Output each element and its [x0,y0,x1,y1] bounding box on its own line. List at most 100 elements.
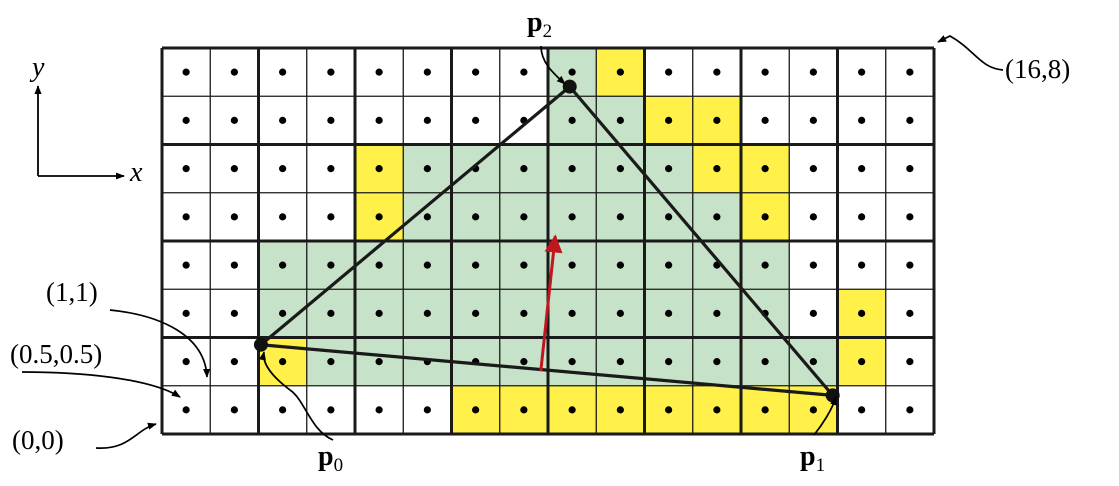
pixel-center-dot [906,213,914,221]
pixel-center-dot [761,165,769,173]
pixel-center-dot [279,261,287,269]
pixel-center-dot [327,261,335,269]
p0-vertex-dot [253,337,268,352]
pixel-center-dot [375,406,383,414]
pixel-center-dot [809,261,817,269]
pixel-center-dot [182,261,190,269]
pixel-center-dot [568,358,576,366]
pixel-center-dot [809,165,817,173]
p1-callout [813,396,838,436]
pixel-center-dot [568,261,576,269]
p2-main: p [527,7,543,38]
pixel-center-dot [182,165,190,173]
pixel-center-dot [809,358,817,366]
pixel-center-dot [520,358,528,366]
triangle-outline [259,84,835,397]
pixel-center-dot [520,213,528,221]
pixel-center-dot [520,309,528,317]
pixel-center-dot [665,358,673,366]
pixel-center-dot [279,68,287,76]
pixel-center-dot [375,68,383,76]
pixel-center-dot [858,213,866,221]
origin-callout [95,422,157,449]
pixel-center-dot [616,165,624,173]
pixel-center-dot [327,116,335,124]
callout-lines [21,35,1004,449]
pixel-center-dot [665,261,673,269]
pixel-center-dot [761,261,769,269]
pixel-center-dot [713,165,721,173]
pixel-center-dot [809,116,817,124]
pixel-center-dot [327,213,335,221]
pixel-center-dot [713,309,721,317]
pixel-corner-label: (1,1) [46,277,98,307]
pixel-center-dot [568,213,576,221]
p1-vertex-dot [825,388,840,403]
pixel-center-dot [713,68,721,76]
pixel-center-dot [182,309,190,317]
p1-subscript: 1 [816,455,826,476]
pixel-center-dot [761,68,769,76]
pixel-center-dot [472,68,480,76]
pixel-center-dot [665,406,673,414]
pixel-center-dot [182,358,190,366]
pixel-center-dot [327,309,335,317]
pixel-center-dot [375,261,383,269]
pixel-center-dot [520,165,528,173]
pixel-center-dot [375,165,383,173]
pixel-center-dot [858,165,866,173]
pixel-center-dot [230,261,238,269]
pixel-center-dot [809,213,817,221]
pixel-center-dot [279,309,287,317]
pixel-center-dot [279,358,287,366]
origin-label: (0,0) [12,425,64,455]
pixel-center-dot [423,68,431,76]
pixel-center-dot [327,165,335,173]
pixel-center-dot [809,68,817,76]
pixel-center-dot [472,116,480,124]
pixel-center-dot [906,261,914,269]
pixel-center-dot [230,68,238,76]
pixel-center-dot [327,406,335,414]
top-right-callout [937,35,1004,71]
p2-callout [540,45,566,85]
pixel-center-dot [858,309,866,317]
pixel-center-dot [713,213,721,221]
pixel-center-dot [568,116,576,124]
pixel-center-dot [809,406,817,414]
pixel-center-dot [761,358,769,366]
pixel-center-dot [761,213,769,221]
pixel-center-dot [809,309,817,317]
pixel-center-dot [182,406,190,414]
pixel-center-dot [230,116,238,124]
pixel-center-dot [182,68,190,76]
pixel-corner-callout [109,309,211,378]
pixel-center-dot [906,165,914,173]
pixel-center-dot [279,406,287,414]
p2-subscript: 2 [543,21,553,42]
pixel-center-callout [21,371,181,398]
pixel-center-dot [375,309,383,317]
pixel-center-dot [182,116,190,124]
x-axis-label: x [129,157,143,188]
pixel-center-dot [423,116,431,124]
p1-label: p1 [800,441,825,476]
pixel-center-dot [616,309,624,317]
pixel-center-label: (0.5,0.5) [10,339,102,369]
p2-vertex-dot [562,79,577,94]
pixel-center-dot [906,309,914,317]
pixel-center-dot [906,406,914,414]
pixel-center-dot [423,406,431,414]
pixel-center-dot [858,358,866,366]
pixel-center-dot [375,358,383,366]
pixel-center-dot [713,358,721,366]
p0-main: p [318,441,334,472]
pixel-center-dot [327,68,335,76]
pixel-center-dot [423,165,431,173]
pixel-center-dot [230,213,238,221]
y-axis-label: y [29,52,45,83]
axis-indicator: y x [29,52,143,188]
edge-normal-arrow [539,234,563,372]
p0-label: p0 [318,441,343,476]
